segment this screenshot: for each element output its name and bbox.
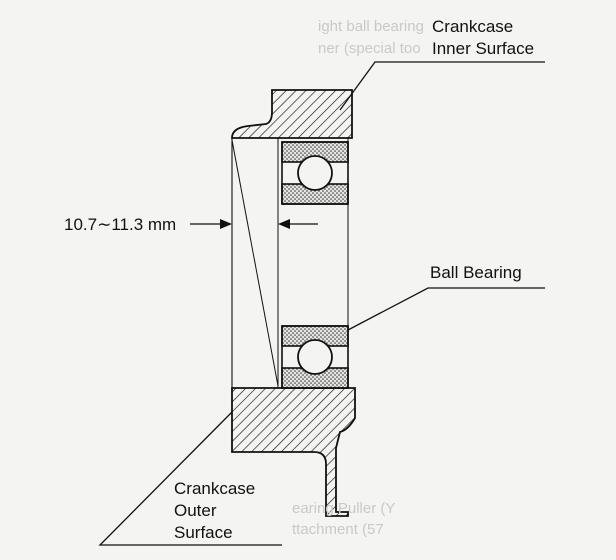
inner-surface-label-line1: Crankcase bbox=[432, 17, 514, 36]
ghost-text-bottom-1: earing Puller (Y bbox=[292, 500, 396, 517]
ball-bearing-lower bbox=[281, 325, 349, 389]
crankcase-upper-section bbox=[231, 89, 353, 139]
inner-surface-label-line2: Inner Surface bbox=[432, 39, 535, 58]
ball-bearing-label: Ball Bearing bbox=[430, 263, 522, 282]
ghost-text-top-2: ner (special too bbox=[318, 40, 421, 57]
ball-bearing-leader bbox=[347, 287, 545, 331]
outer-surface-label-line3: Surface bbox=[174, 523, 233, 542]
ghost-text-bottom-2: ttachment (57 bbox=[292, 521, 384, 538]
inner-surface-leader bbox=[339, 61, 545, 111]
outer-surface-label-line1: Crankcase bbox=[174, 479, 256, 498]
ball-bearing-upper bbox=[281, 141, 349, 205]
crankcase-lower-section bbox=[231, 387, 356, 517]
dimension-label: 10.7∼11.3 mm bbox=[64, 215, 177, 234]
dimension-arrows bbox=[190, 219, 318, 229]
outer-surface-label-line2: Outer bbox=[174, 501, 217, 520]
bore-inner-line bbox=[231, 139, 279, 387]
ghost-text-top-1: ight ball bearing bbox=[318, 18, 424, 35]
outer-surface-leader bbox=[98, 411, 282, 546]
